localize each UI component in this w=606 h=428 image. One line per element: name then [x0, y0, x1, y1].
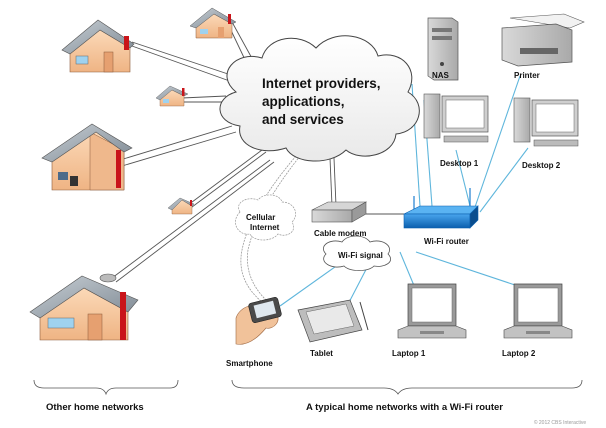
brace-other-networks: [33, 379, 179, 396]
caption-other-networks: Other home networks: [46, 402, 144, 413]
cloud-text-line3: and services: [262, 112, 344, 127]
house-icon: [29, 273, 139, 341]
label-desktop-2: Desktop 2: [522, 161, 561, 170]
brace-typical-network: [231, 379, 583, 395]
tablet-icon: [297, 299, 369, 343]
satellite-dish-icon: [99, 273, 117, 283]
internet-links: [111, 21, 404, 303]
house-icon: [61, 19, 135, 73]
label-printer: Printer: [514, 71, 540, 80]
cloud-text-line1: Internet providers,: [262, 76, 381, 91]
nas-icon: [427, 17, 459, 81]
label-cellular-2: Internet: [250, 223, 280, 232]
desktop-1-icon: [423, 93, 489, 143]
laptop-1-icon: [397, 283, 467, 339]
house-icon: [155, 85, 189, 107]
label-laptop-1: Laptop 1: [392, 349, 426, 358]
copyright-text: © 2012 CBS Interactive: [534, 419, 587, 426]
house-icon: [189, 7, 237, 39]
wifi-router-icon: [403, 188, 479, 229]
caption-typical-network: A typical home networks with a Wi-Fi rou…: [306, 402, 503, 413]
label-tablet: Tablet: [310, 349, 333, 358]
wifi-signal-cloud: [323, 235, 391, 271]
label-cable-modem: Cable modem: [314, 229, 366, 238]
laptop-2-icon: [503, 283, 573, 339]
house-icon: [41, 123, 133, 191]
label-wifi-signal: Wi-Fi signal: [338, 251, 383, 260]
desktop-2-icon: [513, 97, 579, 147]
smartphone-icon: [235, 297, 282, 345]
internet-cloud: Internet providers, applications, and se…: [219, 35, 420, 162]
label-desktop-1: Desktop 1: [440, 159, 479, 168]
cable-modem-icon: [311, 201, 368, 223]
label-wifi-router: Wi-Fi router: [424, 237, 469, 246]
printer-icon: [501, 13, 585, 67]
label-smartphone: Smartphone: [226, 359, 273, 368]
cloud-text-line2: applications,: [262, 94, 345, 109]
cellular-cloud: [235, 194, 296, 241]
label-nas: NAS: [432, 71, 450, 80]
label-laptop-2: Laptop 2: [502, 349, 536, 358]
label-cellular-1: Cellular: [246, 213, 275, 222]
house-icon: [167, 197, 195, 215]
